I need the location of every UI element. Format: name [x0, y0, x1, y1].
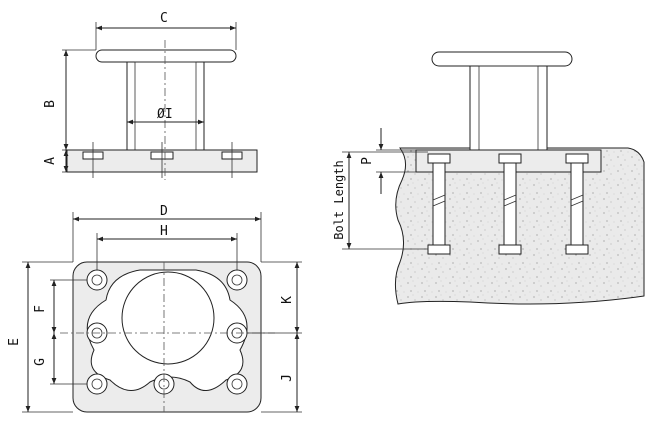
dim-h-label: H — [160, 224, 168, 239]
stem — [126, 61, 205, 151]
dim-g-label: G — [33, 358, 48, 366]
anchor-bolts — [427, 153, 589, 255]
dim-a-label: A — [43, 157, 58, 165]
dim-j-label: J — [280, 374, 295, 382]
stem-installed — [469, 65, 548, 151]
side-view: C B A ØI — [43, 11, 258, 180]
dim-k-label: K — [280, 296, 295, 304]
dim-e-label: E — [7, 338, 22, 346]
dim-b-label: B — [43, 100, 58, 108]
handle-bar — [95, 49, 237, 63]
plan-view: D H E F G K J — [7, 204, 302, 413]
dim-c-label: C — [160, 11, 168, 26]
handle-bar-installed — [431, 51, 573, 67]
dim-bolt-length-label: Bolt Length — [332, 160, 346, 239]
dim-f-label: F — [33, 305, 48, 313]
dim-p-label: P — [360, 157, 375, 165]
dim-d-label: D — [160, 204, 168, 219]
bolt-heads-side — [82, 142, 243, 178]
dim-i-label: ØI — [157, 107, 173, 122]
installed-view: P Bolt Length — [332, 51, 645, 305]
tube-circle — [121, 271, 215, 365]
